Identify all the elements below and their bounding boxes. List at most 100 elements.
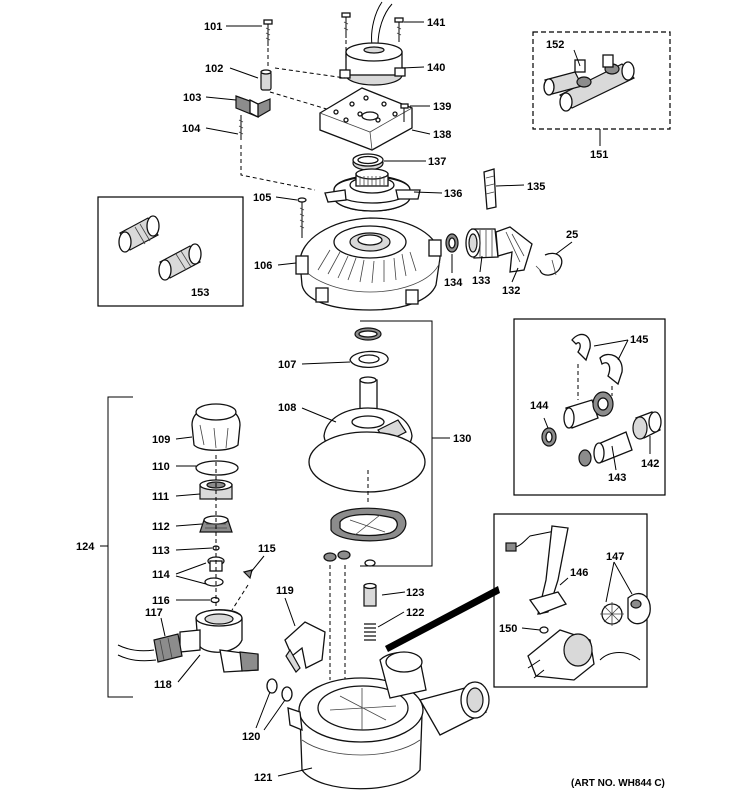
cap-142 xyxy=(632,411,662,440)
spring-122 xyxy=(364,623,376,641)
gasket-130 xyxy=(308,431,426,493)
callout-106: 106 xyxy=(254,260,272,272)
callout-137: 137 xyxy=(428,156,446,168)
motor-147 xyxy=(600,593,651,626)
callout-138: 138 xyxy=(433,129,451,141)
callout-121: 121 xyxy=(254,772,272,784)
leader-lines xyxy=(160,21,651,777)
callout-107: 107 xyxy=(278,359,296,371)
rotor-seal-130 xyxy=(330,507,407,542)
gear-136 xyxy=(324,168,421,212)
callout-135: 135 xyxy=(527,181,545,193)
clip-135 xyxy=(483,168,497,210)
callout-143: 143 xyxy=(608,472,626,484)
housing-146 xyxy=(527,629,641,681)
callout-130: 130 xyxy=(453,433,471,445)
callout-145: 145 xyxy=(630,334,648,346)
valve-body-121 xyxy=(287,651,490,790)
callout-117: 117 xyxy=(145,607,163,619)
callout-25: 25 xyxy=(566,229,578,241)
callout-112: 112 xyxy=(152,521,170,533)
callout-101: 101 xyxy=(204,21,222,33)
callout-labels: 101 102 103 104 105 106 107 108 109 110 … xyxy=(76,17,659,784)
tube-144 xyxy=(563,391,614,429)
plug-115 xyxy=(242,569,253,580)
injector-118 xyxy=(179,609,259,673)
callout-113: 113 xyxy=(152,545,170,557)
box-151 xyxy=(532,31,671,130)
callout-109: 109 xyxy=(152,434,170,446)
callout-124: 124 xyxy=(76,541,95,553)
callout-110: 110 xyxy=(152,461,170,473)
callout-119: 119 xyxy=(276,585,294,597)
callout-141: 141 xyxy=(427,17,445,29)
callout-115: 115 xyxy=(258,543,276,555)
tube-143 xyxy=(578,431,633,467)
screw-101 xyxy=(263,19,273,46)
adapters-153 xyxy=(118,215,202,281)
callout-146: 146 xyxy=(570,567,588,579)
switch-103 xyxy=(235,95,271,119)
box-142-145 xyxy=(513,318,666,496)
oring-144 xyxy=(541,427,557,447)
dash-d xyxy=(240,145,316,191)
clips-145 xyxy=(571,333,623,386)
callout-147: 147 xyxy=(606,551,624,563)
callout-123: 123 xyxy=(406,587,424,599)
bypass-151 xyxy=(543,54,635,112)
callout-120: 120 xyxy=(242,731,260,743)
callout-118: 118 xyxy=(154,679,172,691)
screw-139 xyxy=(400,103,409,122)
clip-25 xyxy=(535,252,563,276)
callout-108: 108 xyxy=(278,402,296,414)
callout-140: 140 xyxy=(427,62,445,74)
plate-138 xyxy=(319,87,413,151)
oring-top-130 xyxy=(354,327,382,341)
callout-102: 102 xyxy=(205,63,223,75)
callout-142: 142 xyxy=(641,458,659,470)
venturi-114 xyxy=(204,556,225,587)
callout-144: 144 xyxy=(530,400,549,412)
pointer-arrow xyxy=(385,586,500,652)
seal-107 xyxy=(349,350,389,368)
bracket-124 xyxy=(107,396,133,698)
bracket-130 xyxy=(360,320,433,567)
screw-center xyxy=(341,12,351,38)
dash-b xyxy=(274,67,346,79)
pin-150 xyxy=(539,626,549,634)
callout-153: 153 xyxy=(191,287,209,299)
screen-112 xyxy=(199,515,233,533)
callout-139: 139 xyxy=(433,101,451,113)
callout-103: 103 xyxy=(183,92,201,104)
retainer-111 xyxy=(199,479,233,500)
orings-120 xyxy=(266,678,293,702)
oring-110 xyxy=(195,460,239,476)
callout-104: 104 xyxy=(182,123,201,135)
callout-114: 114 xyxy=(152,569,171,581)
callout-116: 116 xyxy=(152,595,170,607)
dash-left-b xyxy=(231,584,249,611)
oring-116 xyxy=(210,596,220,604)
callout-132: 132 xyxy=(502,285,520,297)
fitting-117 xyxy=(117,633,183,663)
callout-151: 151 xyxy=(590,149,608,161)
box-153 xyxy=(97,196,244,307)
piston-123 xyxy=(363,582,377,607)
dash-c xyxy=(269,91,331,111)
screw-105 xyxy=(297,197,307,238)
oring-134 xyxy=(445,233,459,253)
art-number: (ART NO. WH844 C) xyxy=(571,778,665,789)
ring-137 xyxy=(352,153,384,171)
cam-146 xyxy=(505,525,569,615)
spacer-102 xyxy=(260,69,272,91)
small-orings-130 xyxy=(323,550,376,567)
rod-104 xyxy=(238,115,244,140)
callout-136: 136 xyxy=(444,188,462,200)
callout-122: 122 xyxy=(406,607,424,619)
fitting-133 xyxy=(465,228,499,259)
callout-150: 150 xyxy=(499,623,517,635)
callout-152: 152 xyxy=(546,39,564,51)
housing-106 xyxy=(295,217,442,311)
